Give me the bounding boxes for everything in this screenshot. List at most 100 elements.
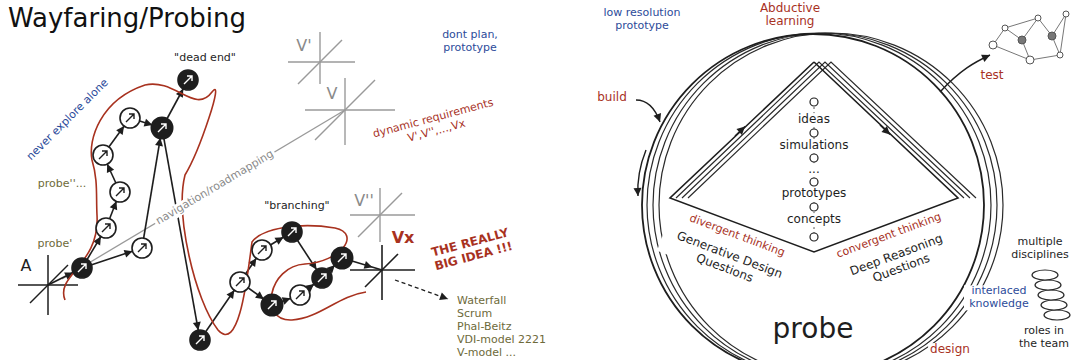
chain-dot (810, 129, 818, 137)
probe-path (48, 80, 382, 340)
cycle-arrow (636, 55, 990, 196)
chain-dot (810, 178, 818, 186)
dot-glyph-light (268, 301, 276, 309)
network-node (1026, 56, 1034, 64)
chain-dot (810, 98, 818, 106)
side-note: never explore alone (23, 75, 112, 164)
requirement-mark: V'' (352, 192, 376, 210)
cycle-outline (642, 34, 984, 360)
probe-dot-light (252, 240, 272, 260)
probe-dot-dark (190, 330, 210, 350)
probe-dot-light (110, 182, 130, 202)
probe-dot-dark (312, 268, 332, 288)
dot-glyph-light (196, 336, 204, 344)
requirement-cross (344, 78, 345, 145)
probe-dot-light (93, 145, 113, 165)
probe-dot-dark (72, 258, 92, 278)
method-item: Waterfall (455, 293, 508, 306)
network-graphic (1005, 18, 1038, 28)
requirement-cross (350, 214, 415, 215)
probe-layers (659, 33, 1003, 360)
network-node (1018, 36, 1026, 44)
dot-glyph-dark (116, 188, 124, 196)
probe-layers (647, 33, 991, 360)
dot-glyph-dark (99, 151, 107, 159)
requirement-mark: V (325, 85, 340, 103)
discipline-stack (1041, 300, 1067, 310)
dot-glyph-light (338, 254, 346, 262)
probe-dot-light (96, 218, 116, 238)
method-item: Phal-Beitz (455, 319, 513, 332)
probe-layers (647, 33, 1003, 360)
dot-glyph-light (158, 124, 166, 132)
stage-item: simulations (778, 139, 851, 153)
team-loop (64, 84, 366, 334)
dot-glyph-light (288, 228, 296, 236)
probe-dot-dark (262, 295, 282, 315)
probe-dot-dark (72, 70, 352, 350)
method-item: V-model ... (455, 345, 518, 358)
network-node (1035, 15, 1041, 21)
requirement-cross (319, 32, 320, 84)
requirement-mark: Vx (390, 229, 417, 247)
goal-cross (381, 245, 383, 300)
network-node (1057, 52, 1063, 58)
probe-dot-light (230, 272, 250, 292)
probe-dot-dark (178, 70, 198, 90)
network-node (989, 11, 1069, 64)
probe-dot-dark (282, 222, 302, 242)
requirement-mark: V' (294, 37, 313, 55)
dot-glyph-dark (236, 278, 244, 286)
path-note: "dead end" (172, 52, 238, 65)
goal-note: THE REALLY BIG IDEA !!! (418, 223, 526, 277)
discipline-stack (1032, 270, 1070, 320)
phase-label: Abductive learning (748, 2, 832, 28)
dot-glyph-dark (258, 246, 266, 254)
diagram-title: Wayfaring/Probing (8, 4, 246, 34)
requirement-cross (288, 61, 355, 62)
dot-glyph-dark (138, 244, 146, 252)
dot-glyph-light (78, 76, 346, 344)
goal-cross (350, 245, 415, 300)
probe-path (142, 128, 162, 248)
network-graphic (993, 14, 1066, 45)
probe-dot-light (290, 285, 310, 305)
start-point: A (19, 257, 34, 275)
network-graphic (1060, 14, 1066, 55)
chain-dot (810, 154, 818, 162)
network-node (1063, 11, 1069, 17)
phase-label: build (595, 91, 629, 105)
cycle-title: probe (771, 313, 856, 345)
dot-glyph-light (318, 274, 326, 282)
probe-dot-light (132, 238, 152, 258)
side-note: low resolution prototype (588, 7, 696, 32)
stage-item: ... (806, 163, 821, 177)
side-note: dont plan, prototype (428, 29, 512, 54)
dot-glyph-light (184, 76, 192, 84)
dot-glyph-dark (296, 291, 304, 299)
team-note: roles in the team (1014, 325, 1074, 350)
network-node (1048, 32, 1056, 40)
chain-dot (810, 233, 818, 241)
stage-item: prototypes (780, 187, 849, 201)
phase-label: test (978, 69, 1005, 83)
method-item: VDI-model 2221 (455, 332, 548, 345)
discipline-stack (1044, 310, 1070, 320)
network-node (1002, 25, 1008, 31)
path-note: "branching" (262, 200, 331, 213)
probe-dot-light (120, 108, 140, 128)
method-arrow (395, 280, 448, 299)
requirement-note: dynamic requirements V',V'',...,Vx (360, 94, 510, 157)
stage-item: concepts (785, 213, 843, 227)
requirement-cross (305, 109, 395, 110)
probe-cycle: probeideassimulations...prototypesconcep… (641, 33, 985, 360)
network-node (989, 41, 997, 49)
probe-label: probe''... (36, 178, 88, 191)
route-label: navigation/roadmapping (152, 147, 278, 229)
chain-dot (810, 203, 818, 211)
probe-layers (682, 62, 970, 198)
discipline-stack (1032, 270, 1058, 280)
team-note: interlaced knowledge (964, 285, 1034, 310)
